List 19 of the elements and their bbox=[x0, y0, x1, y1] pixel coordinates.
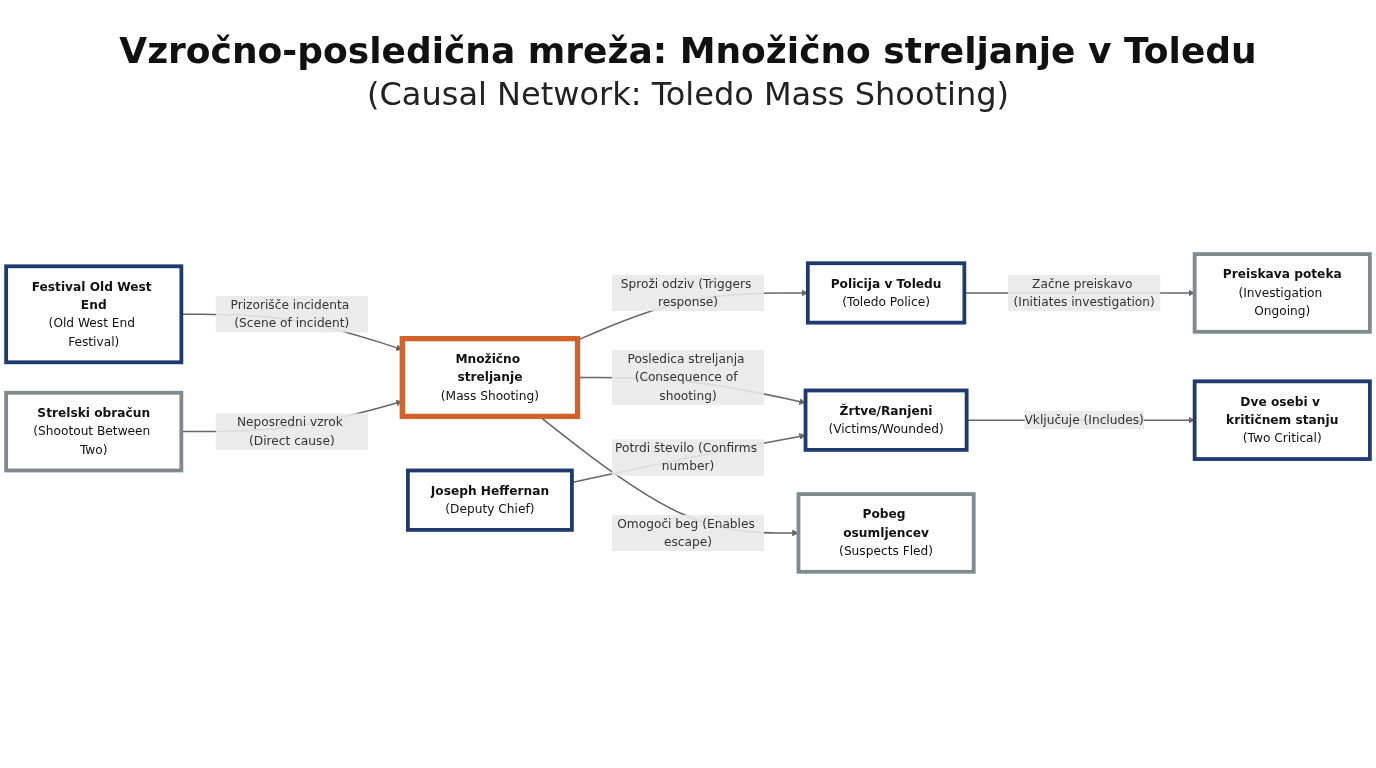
node-box: Festival Old West End (Old West End Festival) bbox=[4, 264, 184, 365]
node-box: Preiskava poteka (Investigation Ongoing) bbox=[1192, 252, 1372, 334]
node-box: Množično streljanje (Mass Shooting) bbox=[399, 336, 581, 420]
node-box: Žrtve/Ranjeni (Victims/Wounded) bbox=[803, 388, 969, 452]
caption: (Causal Network: Toledo Mass Shooting) bbox=[366, 75, 1010, 113]
edge-label: Omogoči beg (Enables escape) bbox=[617, 516, 755, 549]
node-box: Joseph Heffernan (Deputy Chief) bbox=[406, 468, 574, 532]
title: Vzročno-posledična mreža: Množično streljanje v Toledu bbox=[118, 30, 1258, 71]
edge-label: Sproži odziv (Triggers response) bbox=[620, 276, 752, 309]
node-box: Policija v Toledu (Toledo Police) bbox=[805, 261, 967, 325]
node-box: Dve osebi v kritičnem stanju (Two Critical) bbox=[1192, 379, 1372, 461]
edge-label: Potrdi število (Confirms number) bbox=[615, 440, 758, 474]
edge-label: Prizorišče incidenta (Scene of incident) bbox=[230, 297, 350, 331]
edge-label: Neposredni vzrok (Direct cause) bbox=[236, 414, 343, 448]
node-box: Strelski obračun (Shootout Between Two) bbox=[4, 390, 184, 473]
edge-label: Začne preiskavo (Initiates investigation) bbox=[1013, 276, 1155, 309]
edge-label: Vključuje (Includes) bbox=[1024, 412, 1144, 428]
edge-label: Posledica streljanja (Consequence of shooting) bbox=[627, 351, 745, 403]
node-box: Pobeg osumljencev (Suspects Fled) bbox=[796, 492, 976, 574]
